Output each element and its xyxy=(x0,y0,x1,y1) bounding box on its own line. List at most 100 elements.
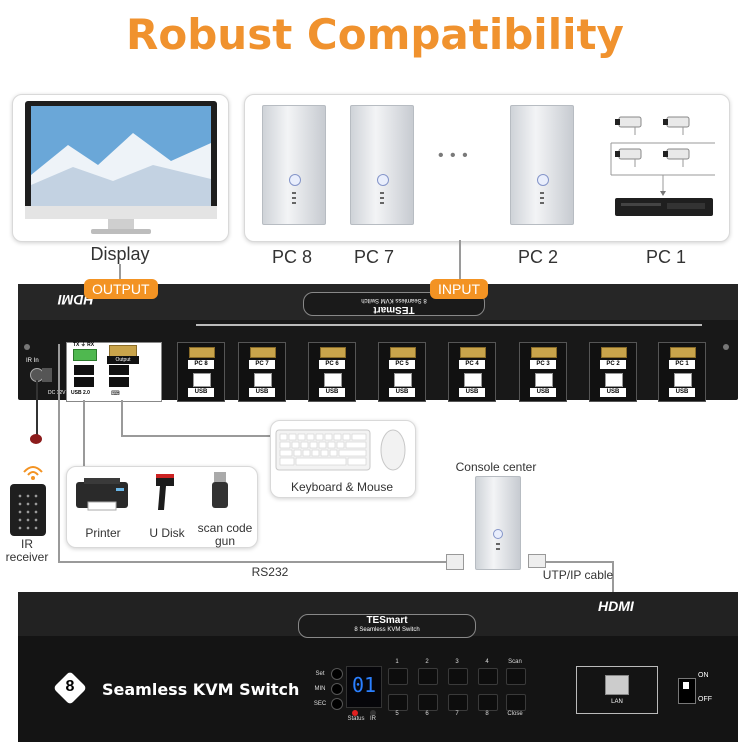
key-1[interactable] xyxy=(388,668,408,685)
rj45-connector xyxy=(528,554,546,568)
pc-tower-2 xyxy=(510,105,574,225)
mouse-icon xyxy=(380,429,406,471)
rack-screw-right xyxy=(723,344,729,350)
rs232-line-v xyxy=(58,344,60,562)
power-switch[interactable] xyxy=(678,678,696,704)
usb-line-v xyxy=(83,400,85,466)
power-on-label: ON xyxy=(698,672,709,679)
key-7[interactable] xyxy=(448,694,468,711)
display-label: Display xyxy=(90,244,150,264)
status-label: Status xyxy=(347,716,365,722)
key-5[interactable] xyxy=(388,694,408,711)
rack-rear: HDMI TESmart 8 Seamless KVM Switch IR In… xyxy=(18,284,738,402)
printer-icon xyxy=(76,478,128,511)
dc-label: DC 12V xyxy=(48,390,66,396)
usb20-port-1 xyxy=(74,365,94,375)
display-connector xyxy=(119,264,121,280)
km-usb-port-1 xyxy=(109,365,129,375)
key-6[interactable] xyxy=(418,694,438,711)
key-label-3: 3 xyxy=(455,659,459,665)
utp-label: UTP/IP cable xyxy=(542,568,614,582)
pc-tower-8 xyxy=(262,105,326,225)
monitor-icon xyxy=(25,101,217,234)
ir-receiver-head xyxy=(30,434,42,444)
front-brand-name: TESmart xyxy=(366,615,408,626)
rack-front: HDMI TESmart 8 Seamless KVM Switch 8 Sea… xyxy=(18,592,738,742)
usb20-label: USB 2.0 xyxy=(71,390,90,396)
sec-button[interactable] xyxy=(331,698,343,710)
min-button[interactable] xyxy=(331,683,343,695)
rack-screw-left xyxy=(24,344,30,350)
km-line-v xyxy=(121,400,123,436)
channel-display: 01 xyxy=(346,666,382,708)
sec-label: SEC xyxy=(313,701,327,707)
pc-label-8: PC 8 xyxy=(271,247,313,267)
lan-port[interactable] xyxy=(605,675,629,695)
lan-panel: LAN xyxy=(576,666,658,714)
lan-label: LAN xyxy=(611,699,623,705)
key-2[interactable] xyxy=(418,668,438,685)
ellipsis: • • • xyxy=(438,147,469,164)
console-center-label: Console center xyxy=(455,460,537,474)
ir-line-v xyxy=(36,380,38,436)
rs232-label: RS232 xyxy=(251,565,289,579)
front-hdmi-logo: HDMI xyxy=(598,598,634,614)
key-8[interactable] xyxy=(478,694,498,711)
key-3[interactable] xyxy=(448,668,468,685)
pc-label-7: PC 7 xyxy=(353,247,395,267)
pc-label-2: PC 2 xyxy=(517,247,559,267)
key-scan[interactable] xyxy=(506,668,526,685)
set-label: Set xyxy=(315,671,325,677)
keyboard-mouse-label: Keyboard & Mouse xyxy=(290,480,394,494)
output-tag: OUTPUT xyxy=(84,279,158,299)
ir-sensor xyxy=(370,710,376,716)
scanner-gun-icon xyxy=(156,474,174,510)
key-close[interactable] xyxy=(506,694,526,711)
ir-receiver-label: IR receiver xyxy=(5,537,49,564)
cctv-nvr-icon xyxy=(610,116,715,216)
min-label: MIN xyxy=(314,686,326,692)
output-module: TX ⏚ RX Output USB 2.0 ⌨ xyxy=(66,342,162,402)
key-label-8: 8 xyxy=(485,711,489,717)
page-title: Robust Compatibility xyxy=(126,10,624,59)
key-label-2: 2 xyxy=(425,659,429,665)
km-usb-port-2 xyxy=(109,377,129,387)
key-label-close: Close xyxy=(507,711,523,717)
pc-label-1: PC 1 xyxy=(645,247,687,267)
input-connector xyxy=(459,240,461,280)
front-brand-badge: TESmart 8 Seamless KVM Switch xyxy=(298,614,476,638)
console-center-pc xyxy=(475,476,521,570)
pc-panel: • • • xyxy=(244,94,730,242)
dc-jack xyxy=(42,368,52,382)
input-tag: INPUT xyxy=(430,279,488,299)
key-label-6: 6 xyxy=(425,711,429,717)
remote-control-icon xyxy=(10,484,46,536)
power-off-label: OFF xyxy=(698,696,712,703)
wifi-signal-icon xyxy=(23,466,43,480)
set-button[interactable] xyxy=(331,668,343,680)
keyboard-mouse-icon: ⌨ xyxy=(111,391,120,397)
front-product-name: Seamless KVM Switch xyxy=(102,680,300,699)
scan-gun-label: scan code gun xyxy=(197,521,253,548)
front-logo-digit: 8 xyxy=(65,678,75,695)
key-4[interactable] xyxy=(478,668,498,685)
rs232-line-h xyxy=(58,561,448,563)
input-bracket xyxy=(196,324,702,326)
usb-disk-icon xyxy=(212,472,228,508)
km-line-h xyxy=(121,435,271,437)
key-label-scan: Scan xyxy=(508,659,522,665)
status-led xyxy=(352,710,358,716)
ir-label: IR xyxy=(370,716,376,722)
txrx-label: TX ⏚ RX xyxy=(73,342,95,348)
ir-in-label: IR In xyxy=(26,358,39,364)
key-label-7: 7 xyxy=(455,711,459,717)
channel-digits: 01 xyxy=(351,673,377,697)
output-label: Output xyxy=(107,356,139,364)
